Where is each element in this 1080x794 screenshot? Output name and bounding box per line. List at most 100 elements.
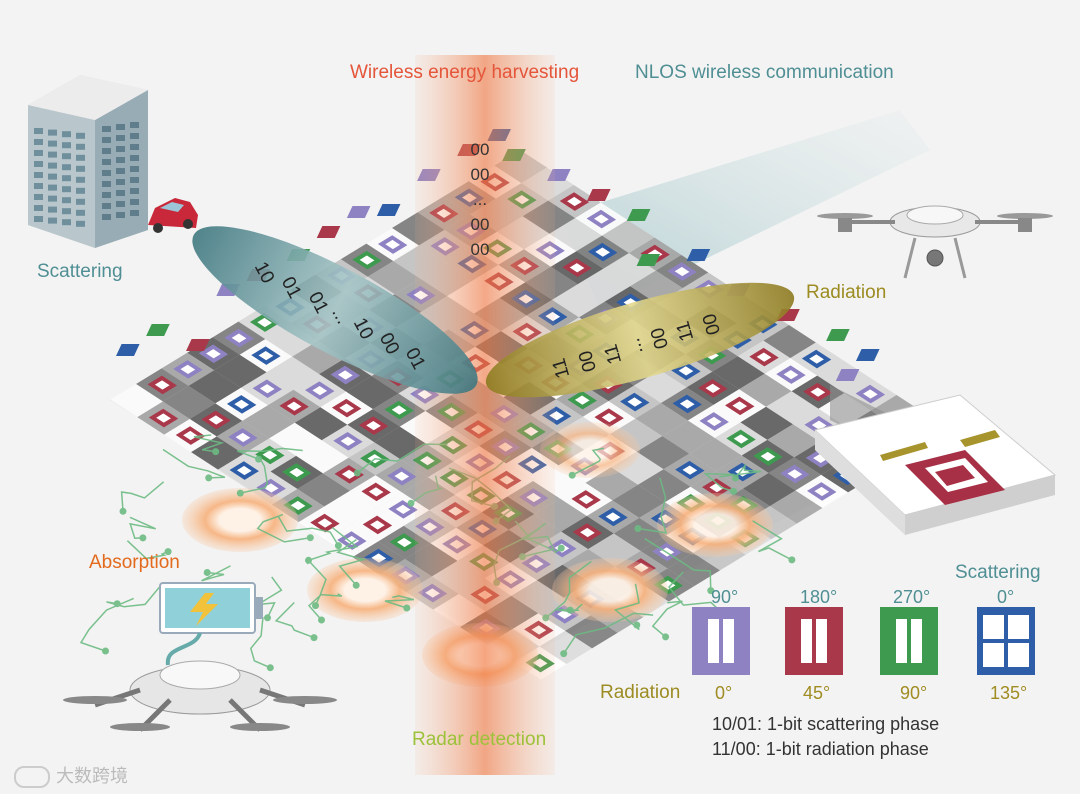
- circuit-node: [707, 587, 715, 595]
- scattering-ellipse: [192, 226, 478, 394]
- board-tile: [763, 325, 816, 359]
- beam-code: 00: [470, 215, 490, 234]
- building-window: [34, 172, 43, 178]
- building-window: [116, 135, 125, 141]
- floating-unit-cell: [855, 349, 880, 361]
- board-tile: [634, 369, 687, 403]
- circuit-trace: [193, 434, 225, 453]
- board-tile: [743, 473, 796, 507]
- building-window: [48, 162, 57, 169]
- building-window: [34, 216, 43, 222]
- unit-cell-slot: [863, 389, 878, 399]
- energy-beam: [415, 55, 555, 775]
- building-window: [116, 190, 125, 196]
- building-window: [116, 157, 125, 163]
- circuit-node: [264, 614, 271, 622]
- board-tile: [603, 253, 656, 287]
- legend-cell-gap: [983, 639, 1029, 643]
- floating-unit-cell: [376, 204, 401, 216]
- circuit-node: [788, 556, 796, 564]
- unit-cell-slot: [156, 413, 171, 423]
- legend-radiation-phase: 45°: [803, 683, 831, 703]
- unit-cell-slot: [732, 401, 748, 411]
- circuit-trace: [703, 472, 735, 493]
- building-window: [130, 177, 139, 183]
- board-tile: [602, 220, 655, 254]
- board-tile: [766, 391, 819, 425]
- circuit-node: [139, 534, 147, 542]
- legend-scatter-phase: 90°: [711, 587, 739, 607]
- building-window: [102, 181, 111, 187]
- building-window: [76, 176, 85, 183]
- circuit-trace: [307, 593, 343, 621]
- beam-code: 00: [470, 165, 490, 184]
- circuit-node: [662, 633, 670, 641]
- legend-radiation-phase: 0°: [715, 683, 733, 703]
- absorption-label: Absorption: [89, 552, 180, 573]
- circuit-trace: [201, 565, 231, 582]
- circuit-node: [236, 489, 244, 497]
- floating-unit-cell: [586, 189, 611, 201]
- unit-cell-slot: [595, 247, 610, 257]
- circuit-node: [560, 650, 568, 658]
- beam-code: 00: [470, 140, 490, 159]
- building-window: [102, 137, 111, 143]
- unit-cell-slot: [674, 266, 690, 277]
- building-window: [130, 166, 139, 172]
- floating-unit-cell: [316, 226, 341, 238]
- floating-unit-cell: [826, 329, 850, 341]
- board-tile: [346, 376, 399, 410]
- circuit-trace: [571, 447, 605, 476]
- beam-code-column: 00 00 ... 00 00: [462, 137, 498, 262]
- circuit-node: [305, 556, 312, 564]
- unit-cell-slot: [312, 386, 328, 396]
- unit-cell-slot: [567, 196, 582, 207]
- circuit-node: [205, 474, 213, 482]
- building-window: [34, 161, 43, 167]
- board-tile: [265, 323, 318, 357]
- building-window: [76, 154, 85, 161]
- watermark-text: 大数跨境: [56, 766, 128, 786]
- circuit-node: [203, 569, 211, 576]
- circuit-trace: [126, 540, 169, 560]
- building-window: [130, 199, 139, 205]
- circuit-node: [730, 487, 738, 495]
- unit-cell-slot: [344, 535, 360, 546]
- circuit-node: [312, 602, 319, 610]
- board-tile: [689, 438, 742, 472]
- board-tile: [188, 370, 241, 404]
- legend-radiation-phase: 90°: [900, 683, 928, 703]
- circuit-node: [353, 469, 361, 477]
- board-tile: [635, 403, 688, 437]
- circuit-trace: [237, 447, 303, 460]
- building-window: [130, 122, 139, 128]
- unit-cell-slot: [627, 397, 643, 407]
- circuit-trace: [274, 601, 315, 639]
- circuit-trace: [162, 448, 226, 479]
- unit-cell-slot: [391, 405, 407, 415]
- circuit-trace: [556, 603, 583, 613]
- building-window: [130, 144, 139, 150]
- unit-cell-slot: [366, 421, 381, 431]
- board-tile: [552, 284, 605, 318]
- board-tile: [638, 469, 691, 503]
- unit-cell-slot: [569, 263, 585, 273]
- building-window: [76, 187, 85, 194]
- unit-cell-slot: [258, 351, 274, 361]
- board-tile: [636, 436, 690, 470]
- legend-scatter-phase: 270°: [893, 587, 931, 607]
- building-window: [48, 217, 57, 224]
- legend-radiation-note: 11/00: 1-bit radiation phase: [712, 739, 929, 759]
- building-window: [34, 194, 43, 200]
- unit-cell-detail: [813, 385, 1057, 535]
- scattering-legend-label: Scattering: [955, 562, 1041, 583]
- unit-cell-slot: [235, 432, 251, 443]
- building-window: [116, 168, 125, 174]
- unit-cell-slot: [678, 366, 694, 376]
- unit-cell-slot: [183, 430, 198, 441]
- unit-cell-slot: [339, 403, 354, 413]
- circuit-trace: [129, 516, 157, 539]
- floating-unit-cell: [835, 369, 860, 381]
- circuit-node: [731, 474, 739, 482]
